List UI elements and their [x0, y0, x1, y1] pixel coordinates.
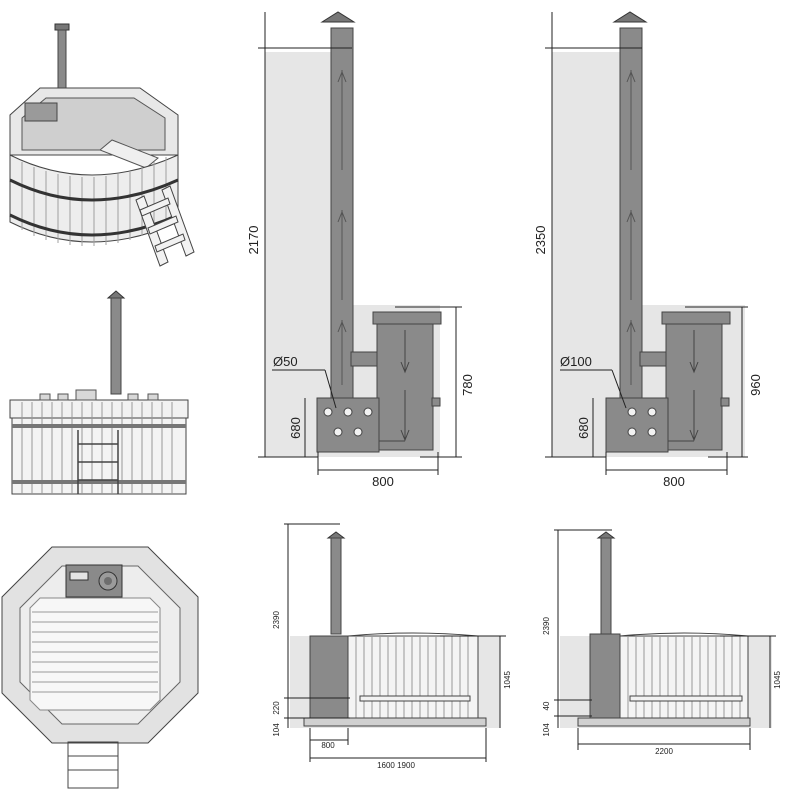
chimney-pipe: [330, 537, 342, 635]
stove-a-drawing: 2170 Ø50 780 680 800: [246, 11, 475, 489]
flow-arrows: [337, 70, 347, 385]
bench: [99, 139, 159, 169]
dimension-lines: [554, 529, 776, 750]
dimension-lines: [284, 523, 506, 762]
bench-slats: [32, 611, 158, 693]
tub-diameter-label: 2200: [655, 747, 673, 756]
tub-hoop-lower: [9, 213, 179, 237]
pipe-diameter-label: Ø50: [273, 354, 298, 369]
tub-b-side-elevation: 2390 40 104 1045 2200: [542, 529, 782, 756]
tub-diameter-label: 1600 1900: [377, 761, 415, 770]
firebox-height-label: 680: [288, 417, 303, 439]
tub-hoop-lower: [12, 480, 186, 484]
chimney-cap: [326, 531, 346, 539]
pipe-diameter-label: Ø100: [560, 354, 592, 369]
stove-top-plate: [372, 311, 442, 325]
tub-ladder: [77, 430, 119, 494]
chimney-cap: [106, 290, 126, 299]
chimney-hole: [104, 577, 112, 585]
bench: [629, 695, 743, 702]
bench: [359, 695, 471, 702]
chimney-height-label: 2350: [533, 226, 548, 255]
tub-rim: [619, 632, 749, 637]
tub-body: [347, 635, 479, 719]
stove-width-label: 800: [663, 474, 685, 489]
tub-interior: [21, 97, 166, 151]
pipe-connector: [639, 351, 669, 367]
chimney-cap: [596, 531, 616, 539]
firebox: [316, 397, 380, 453]
stove-height-label: 960: [748, 374, 763, 396]
tub-base: [577, 717, 751, 727]
stove-body: [589, 633, 621, 719]
dimension-lines: [258, 12, 462, 475]
total-height-label: 2390: [542, 617, 551, 635]
firebox-holes: [627, 407, 657, 437]
base-height-label: 104: [542, 723, 551, 737]
dimension-lines: [545, 12, 748, 475]
chimney-cap: [54, 23, 70, 31]
stove-base-height-label: 40: [542, 701, 551, 710]
flow-arrows: [626, 70, 636, 385]
tub-height-label: 1045: [773, 671, 782, 689]
chimney-cap: [320, 11, 356, 23]
tub-top-view: [1, 546, 199, 789]
stove-side-knob: [720, 397, 730, 407]
tub-staves: [21, 402, 173, 494]
firebox-height-label: 680: [576, 417, 591, 439]
tub-isometric-view: [9, 23, 195, 267]
stove-width-label: 800: [372, 474, 394, 489]
tub-rim: [9, 399, 189, 419]
stove-top-plate: [661, 311, 731, 325]
rim-blocks: [39, 389, 159, 401]
chimney-pipe: [600, 537, 612, 635]
tub-hoop-upper: [9, 178, 179, 202]
tub-base: [303, 717, 487, 727]
stove-side-knob: [431, 397, 441, 407]
tub-height-label: 1045: [503, 671, 512, 689]
tub-ladder: [135, 185, 195, 267]
tub-staves: [355, 636, 469, 718]
tub-floor: [29, 597, 161, 711]
stove-height-label: 780: [460, 374, 475, 396]
stove-lid: [69, 571, 89, 581]
chimney-pipe: [110, 297, 122, 395]
stove-top: [24, 102, 58, 122]
stove-width-label: 800: [321, 741, 335, 750]
tub-rim: [347, 632, 479, 637]
tub-a-side-elevation: 2390 220 104 1045 800 1600 1900: [272, 523, 512, 770]
base-height-label: 104: [272, 723, 281, 737]
chimney-height-label: 2170: [246, 226, 261, 255]
tub-hoop-upper: [12, 424, 186, 428]
chimney-cap: [612, 11, 648, 23]
stove-b-drawing: 2350 Ø100 960 680 800: [533, 11, 763, 489]
tub-staves: [627, 636, 741, 718]
stove-base-height-label: 220: [272, 701, 281, 715]
firebox: [605, 397, 669, 453]
tub-ladder: [67, 741, 119, 789]
pipe-connector: [350, 351, 378, 367]
stove-body: [309, 635, 349, 719]
total-height-label: 2390: [272, 611, 281, 629]
tub-front-view: [9, 290, 189, 495]
firebox-holes: [323, 407, 373, 437]
